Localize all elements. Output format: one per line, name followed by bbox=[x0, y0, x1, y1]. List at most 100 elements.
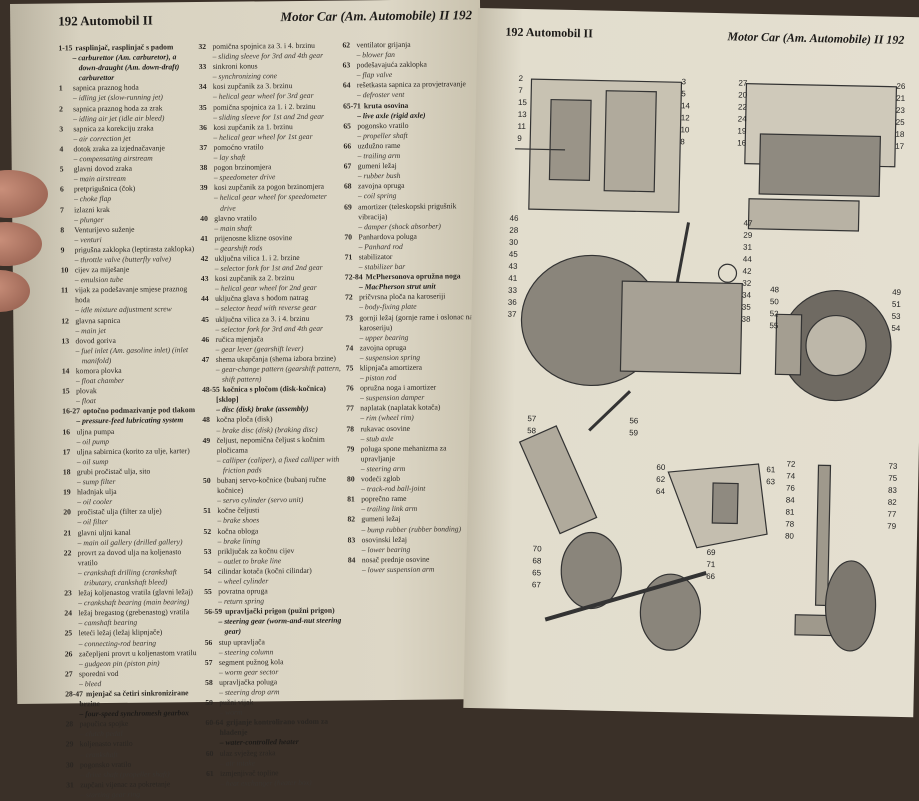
figure-label: 34 bbox=[742, 291, 752, 300]
entry-number: 43 bbox=[200, 274, 209, 284]
entry-term-croatian: provrt za dovod ulja na koljenasto vrati… bbox=[77, 546, 182, 568]
figure-label: 72 bbox=[786, 460, 796, 469]
heater-figure bbox=[667, 463, 768, 549]
entry-number: 27 bbox=[64, 669, 73, 679]
carburettor-figure bbox=[515, 78, 683, 213]
figure-label: 59 bbox=[629, 428, 639, 437]
entry-number: 64 bbox=[342, 80, 351, 90]
entry-term-croatian: grijanje kontrolirano vodom za hlađenje bbox=[219, 716, 329, 738]
entry-number: 42 bbox=[200, 253, 209, 263]
entry-term-english: steering gear (worm-and-nut steering gea… bbox=[218, 616, 346, 638]
figure-label: 51 bbox=[892, 300, 902, 309]
entry-term-croatian: izmjenjivač topline bbox=[220, 767, 279, 778]
entry-number: 9 bbox=[60, 245, 65, 255]
entry-term-croatian: shema ukapčanja (shema izbora brzine) bbox=[215, 353, 336, 364]
figure-label: 30 bbox=[509, 238, 519, 247]
entry-number: 34 bbox=[198, 82, 207, 92]
entry-term-croatian: hladnjak ulja bbox=[77, 487, 117, 497]
entry-number: 50 bbox=[202, 475, 211, 486]
entry-term-croatian: ventilator grijanja bbox=[356, 39, 411, 50]
entry-number: 38 bbox=[199, 163, 208, 173]
figure-label: 14 bbox=[681, 101, 691, 110]
entry-number: 17 bbox=[62, 447, 71, 457]
figure-label: 24 bbox=[738, 114, 748, 123]
figure-label: 41 bbox=[508, 274, 518, 283]
entry-term-croatian: uljna pumpa bbox=[76, 426, 115, 436]
entry-number: 60-64 bbox=[205, 718, 224, 728]
figure-label: 54 bbox=[891, 324, 901, 333]
figure-label: 62 bbox=[656, 475, 666, 484]
figure-label: 76 bbox=[786, 484, 796, 493]
figure-label: 64 bbox=[656, 487, 666, 496]
entry-number: 72-84 bbox=[344, 272, 363, 282]
figure-label: 68 bbox=[532, 556, 542, 565]
entry-term-english: lower suspension arm bbox=[362, 564, 480, 575]
entry-number: 18 bbox=[62, 467, 71, 477]
entry-number: 67 bbox=[343, 161, 352, 171]
entry-term-croatian: segment pužnog kola bbox=[218, 656, 284, 667]
entry-number: 72 bbox=[345, 292, 353, 302]
entry-term-croatian: stup upravljača bbox=[218, 636, 265, 647]
entry-term-croatian: dotok zraka za izjednačavanje bbox=[73, 143, 165, 154]
entry-number: 77 bbox=[346, 403, 354, 413]
entry-term-croatian: glavno vratilo bbox=[214, 213, 257, 223]
entry-number: 71 bbox=[344, 252, 353, 262]
entry-term-croatian: grubi pročistač ulja, sito bbox=[76, 466, 151, 477]
entry-term-croatian: čeljust, nepomična čeljust s kočnim ploč… bbox=[216, 434, 325, 455]
entry-term-croatian: uzdužno rame bbox=[357, 140, 401, 151]
entry-number: 28-47 bbox=[65, 689, 83, 699]
entry-number: 40 bbox=[200, 213, 208, 223]
entry-number: 35 bbox=[199, 102, 207, 112]
figure-label: 69 bbox=[707, 548, 717, 557]
entry-number: 16 bbox=[62, 426, 71, 437]
entry-number: 70 bbox=[344, 232, 353, 242]
entry-number: 20 bbox=[63, 507, 71, 517]
entry-number: 10 bbox=[60, 265, 69, 275]
figure-label: 74 bbox=[786, 472, 796, 481]
entry-term-croatian: pričvrsna ploča na karoseriji bbox=[359, 291, 446, 302]
entry-number: 63 bbox=[342, 60, 351, 70]
entry-number: 74 bbox=[345, 343, 354, 353]
entry-term-croatian: sapnica praznog hoda bbox=[72, 83, 139, 93]
figure-label: 17 bbox=[895, 142, 905, 151]
figure-label: 47 bbox=[743, 219, 753, 228]
figure-label: 15 bbox=[518, 98, 528, 107]
figure-label: 10 bbox=[680, 125, 690, 134]
entry-number: 49 bbox=[202, 435, 211, 445]
entry-term-croatian: pogonsko vratilo bbox=[357, 120, 409, 131]
figure-label: 33 bbox=[508, 286, 518, 295]
entry-number: 6 bbox=[59, 184, 64, 194]
page-header-right: Motor Car (Am. Automobile) II 192 bbox=[280, 7, 473, 25]
entry-term-croatian: zavojna opruga bbox=[357, 181, 405, 191]
entry-term-croatian: cilindar kotača (kočni cilindar) bbox=[217, 565, 312, 576]
entry-term-croatian: bubanj servo-kočnice (bubanj ručne kočni… bbox=[216, 474, 327, 495]
entry-term-croatian: glavni uljni kanal bbox=[77, 527, 131, 537]
figure-label: 43 bbox=[509, 262, 519, 271]
entry-number: 58 bbox=[205, 677, 213, 687]
entry-term-english: calliper (caliper), a fixed calliper wit… bbox=[217, 454, 345, 476]
figure-label: 28 bbox=[509, 226, 519, 235]
gearbox-figure bbox=[520, 222, 743, 387]
entry-term-croatian: papučica spojke bbox=[79, 719, 129, 729]
figure-label: 75 bbox=[888, 474, 898, 483]
entry-term-croatian: kosi zupčanik za 1. brzinu bbox=[213, 121, 293, 132]
entry-number: 33 bbox=[198, 62, 207, 72]
